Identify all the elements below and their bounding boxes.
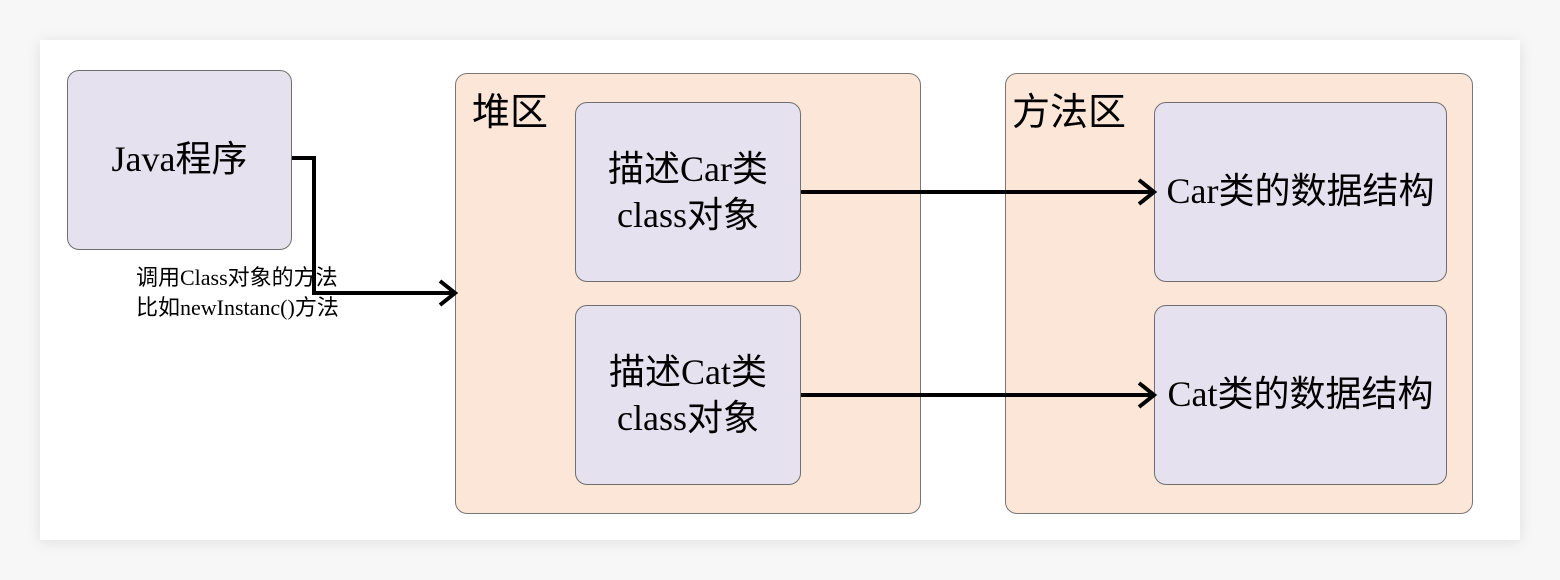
heap-area-title: 堆区 <box>472 92 549 134</box>
cat-data-structure-label: Cat类的数据结构 <box>1167 374 1434 415</box>
java-program-box: Java程序 <box>67 70 292 250</box>
cat-data-structure-box: Cat类的数据结构 <box>1154 305 1447 485</box>
cat-class-object-box: 描述Cat类 class对象 <box>575 305 801 485</box>
car-class-object-box: 描述Car类 class对象 <box>575 102 801 282</box>
cat-class-object-line1: 描述Cat类 <box>609 351 767 392</box>
car-class-object-line1: 描述Car类 <box>608 148 768 189</box>
cat-class-object-line2: class对象 <box>617 398 759 438</box>
cat-class-object-label: 描述Cat类 class对象 <box>609 349 767 441</box>
call-method-label-line2: 比如newInstanc()方法 <box>136 295 339 320</box>
method-area-title: 方法区 <box>1012 92 1127 134</box>
car-data-structure-label: Car类的数据结构 <box>1166 171 1435 212</box>
java-program-label: Java程序 <box>111 139 248 180</box>
car-class-object-line2: class对象 <box>617 195 759 235</box>
call-method-label-line1: 调用Class对象的方法 <box>136 265 338 290</box>
car-class-object-label: 描述Car类 class对象 <box>608 146 768 238</box>
call-method-label: 调用Class对象的方法 比如newInstanc()方法 <box>136 263 339 323</box>
car-data-structure-box: Car类的数据结构 <box>1154 102 1447 282</box>
